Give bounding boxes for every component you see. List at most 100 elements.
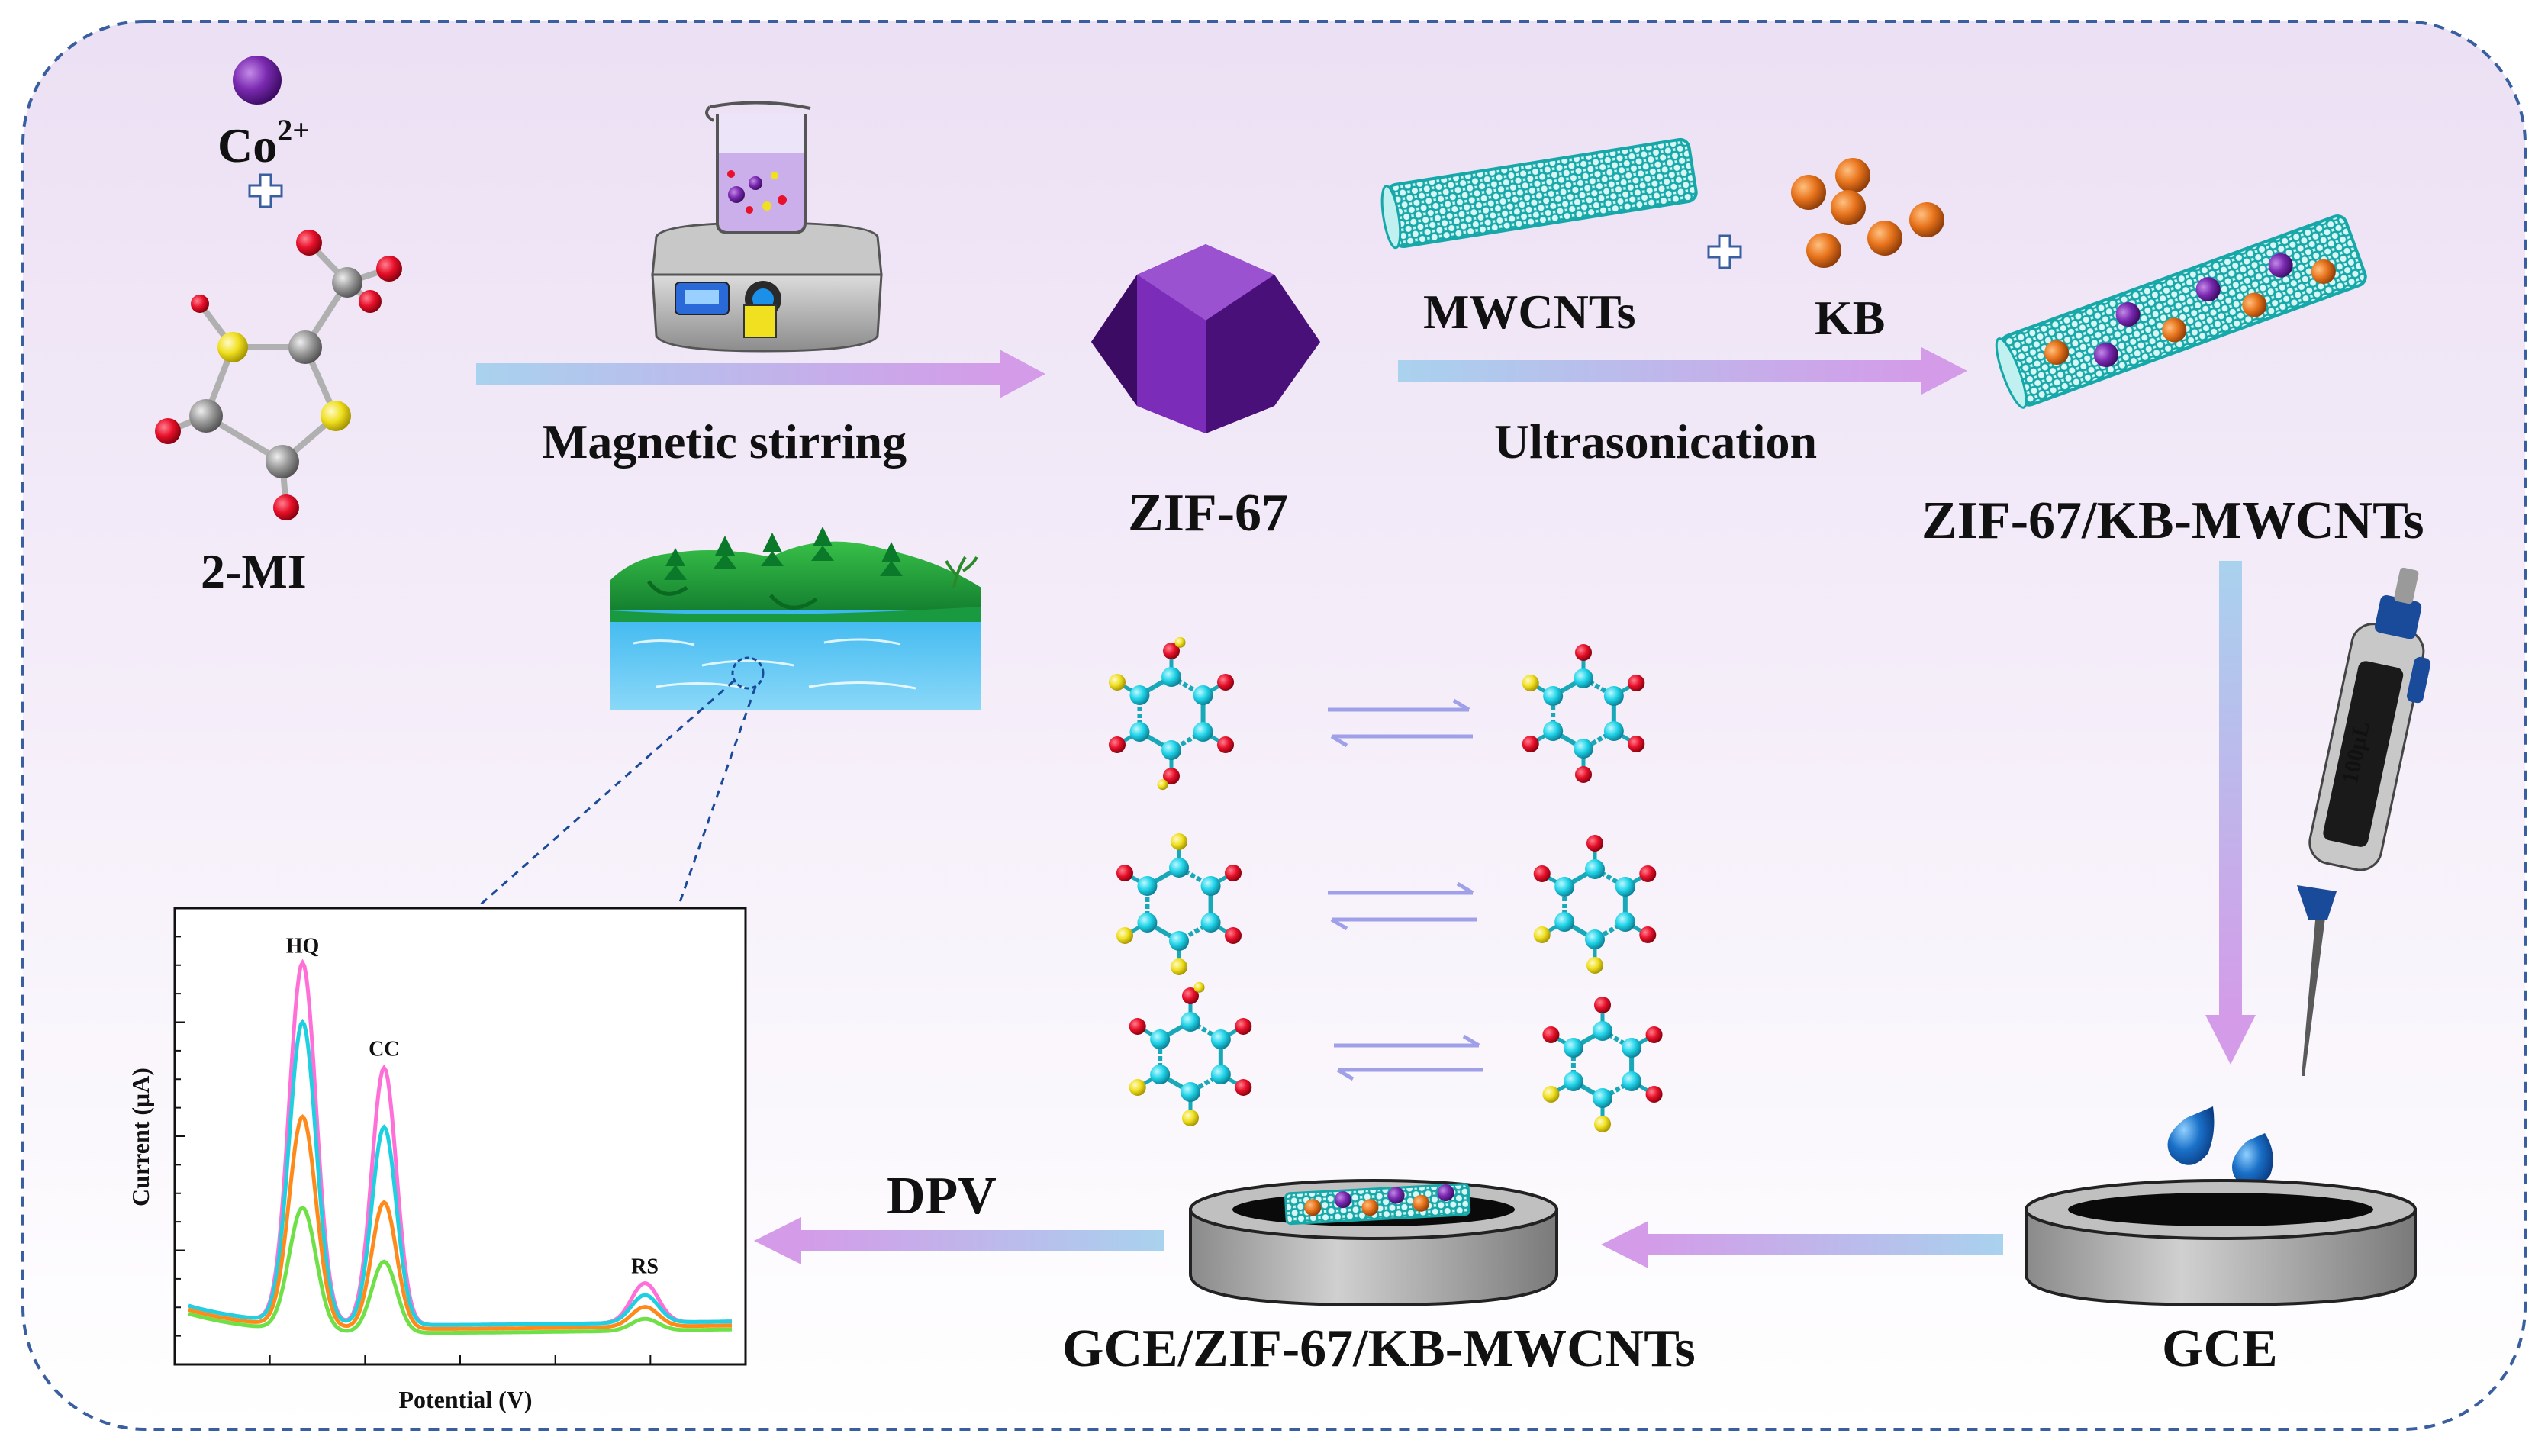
- molecule-atom: [1181, 1012, 1200, 1032]
- molecule-atom: [1181, 1082, 1200, 1102]
- molecule-atom: [1522, 736, 1539, 752]
- chart-peak-label: CC: [369, 1037, 399, 1061]
- kb-label: KB: [1815, 291, 1885, 345]
- molecule-atom: [1182, 987, 1199, 1004]
- molecule-atom: [1574, 668, 1593, 688]
- molecule-atom: [1593, 1021, 1612, 1041]
- molecule-atom: [1161, 667, 1181, 687]
- composite-label: ZIF-67/KB-MWCNTs: [1921, 491, 2424, 550]
- molecule-atom: [1217, 736, 1235, 753]
- molecule-atom: [1563, 1038, 1583, 1058]
- molecule-atom: [1645, 1026, 1663, 1043]
- molecule-atom: [273, 494, 299, 520]
- molecule-atom: [155, 418, 181, 444]
- molecule-atom: [1163, 643, 1180, 659]
- molecule-atom: [1129, 1018, 1146, 1035]
- chart-series-line: [188, 1114, 733, 1331]
- molecule-atom: [1163, 768, 1180, 784]
- molecule-atom: [288, 330, 322, 364]
- chart-x-axis-label: Potential (V): [398, 1386, 532, 1413]
- pipette-icon: 100μL: [2297, 567, 2431, 1076]
- modified-electrode-label: GCE/ZIF-67/KB-MWCNTs: [1062, 1319, 1696, 1378]
- molecule-atom: [1533, 865, 1551, 882]
- molecule-atom: [1594, 1116, 1611, 1132]
- composite-tube-icon: [1995, 214, 2367, 409]
- arrow-drop-cast: [2205, 561, 2256, 1065]
- molecule-atom: [1225, 865, 1242, 881]
- molecule-atom: [1108, 736, 1126, 753]
- molecule-atom: [1615, 912, 1635, 932]
- redox-reaction-molecules: [1108, 636, 1663, 1132]
- molecule-atom: [1171, 958, 1187, 975]
- molecule-atom: [1554, 877, 1575, 897]
- molecule-atom: [1563, 1071, 1583, 1091]
- molecule-atom: [1129, 1079, 1146, 1096]
- molecule-atom: [1542, 1026, 1560, 1043]
- 2-mi-label: 2-MI: [201, 544, 307, 598]
- molecule-atom: [1193, 722, 1213, 742]
- molecule-atom: [1235, 1018, 1252, 1035]
- gce-electrode-icon: [2025, 1179, 2417, 1307]
- molecule-atom: [1622, 1038, 1642, 1058]
- molecule-atom: [1171, 833, 1187, 850]
- molecule-atom: [1157, 779, 1168, 791]
- molecule-atom: [1543, 686, 1564, 706]
- molecule-atom: [1639, 865, 1657, 882]
- molecule-atom: [1542, 1086, 1560, 1103]
- cobalt-ion-ball: [233, 56, 282, 105]
- magnetic-stirrer-icon: [651, 101, 883, 353]
- chart-peak-labels: HQ CC RS: [286, 935, 659, 1279]
- molecule-atom: [1628, 675, 1645, 691]
- molecule-atom: [1210, 1029, 1231, 1049]
- molecule-atom: [1169, 931, 1189, 951]
- molecule-atom: [1628, 736, 1645, 752]
- molecule-atom: [1137, 876, 1158, 896]
- river-landscape-icon: [610, 527, 981, 710]
- kb-particles-icon: [1791, 158, 1944, 268]
- molecule-atom: [376, 256, 402, 282]
- molecule-atom: [1603, 686, 1624, 706]
- molecule-atom: [1554, 912, 1575, 932]
- molecule-atom: [1543, 721, 1564, 741]
- zif-67-crystal-icon: [1091, 244, 1320, 433]
- molecule-atom: [1169, 858, 1189, 878]
- molecule-atom: [1586, 835, 1603, 852]
- molecule-atom: [1593, 1088, 1612, 1108]
- molecule-atom: [1639, 926, 1657, 943]
- benzene-molecule-icon: [1129, 981, 1252, 1126]
- benzene-molecule-icon: [1116, 833, 1242, 975]
- chart-series-lines: [188, 958, 733, 1335]
- chart-series-line: [188, 1205, 732, 1335]
- magnetic-stirring-label: Magnetic stirring: [542, 414, 907, 469]
- chart-peak-label: HQ: [286, 935, 320, 958]
- molecule-atom: [332, 267, 362, 298]
- ultrasonication-label: Ultrasonication: [1494, 414, 1817, 469]
- molecule-atom: [266, 445, 299, 478]
- plus-icon-2: [1707, 234, 1742, 269]
- molecule-atom: [1150, 1065, 1171, 1084]
- dpv-label: DPV: [887, 1167, 997, 1226]
- molecule-atom: [1150, 1029, 1171, 1049]
- reaction-equilibrium-arrows: [1328, 698, 1483, 1081]
- molecule-atom: [1533, 926, 1551, 943]
- molecule-atom: [296, 230, 322, 256]
- benzene-molecule-icon: [1542, 997, 1663, 1132]
- molecule-atom: [1574, 739, 1593, 759]
- 2-mi-molecule-icon: [155, 230, 402, 520]
- molecule-atom: [1522, 675, 1539, 691]
- molecule-atom: [1193, 685, 1213, 705]
- molecule-atom: [1116, 927, 1133, 944]
- molecule-atom: [1603, 721, 1624, 741]
- molecule-atom: [1622, 1071, 1642, 1091]
- molecule-atom: [1193, 981, 1205, 993]
- molecule-atom: [1585, 929, 1605, 949]
- chart-peak-label: RS: [631, 1255, 659, 1278]
- gce-label: GCE: [2162, 1319, 2278, 1378]
- molecule-atom: [1200, 913, 1221, 933]
- molecule-atom: [359, 290, 382, 313]
- benzene-molecule-icon: [1522, 644, 1645, 783]
- molecule-atom: [1137, 913, 1158, 933]
- molecule-atom: [1129, 722, 1150, 742]
- molecule-atom: [1585, 859, 1605, 879]
- molecule-atom: [1645, 1086, 1663, 1103]
